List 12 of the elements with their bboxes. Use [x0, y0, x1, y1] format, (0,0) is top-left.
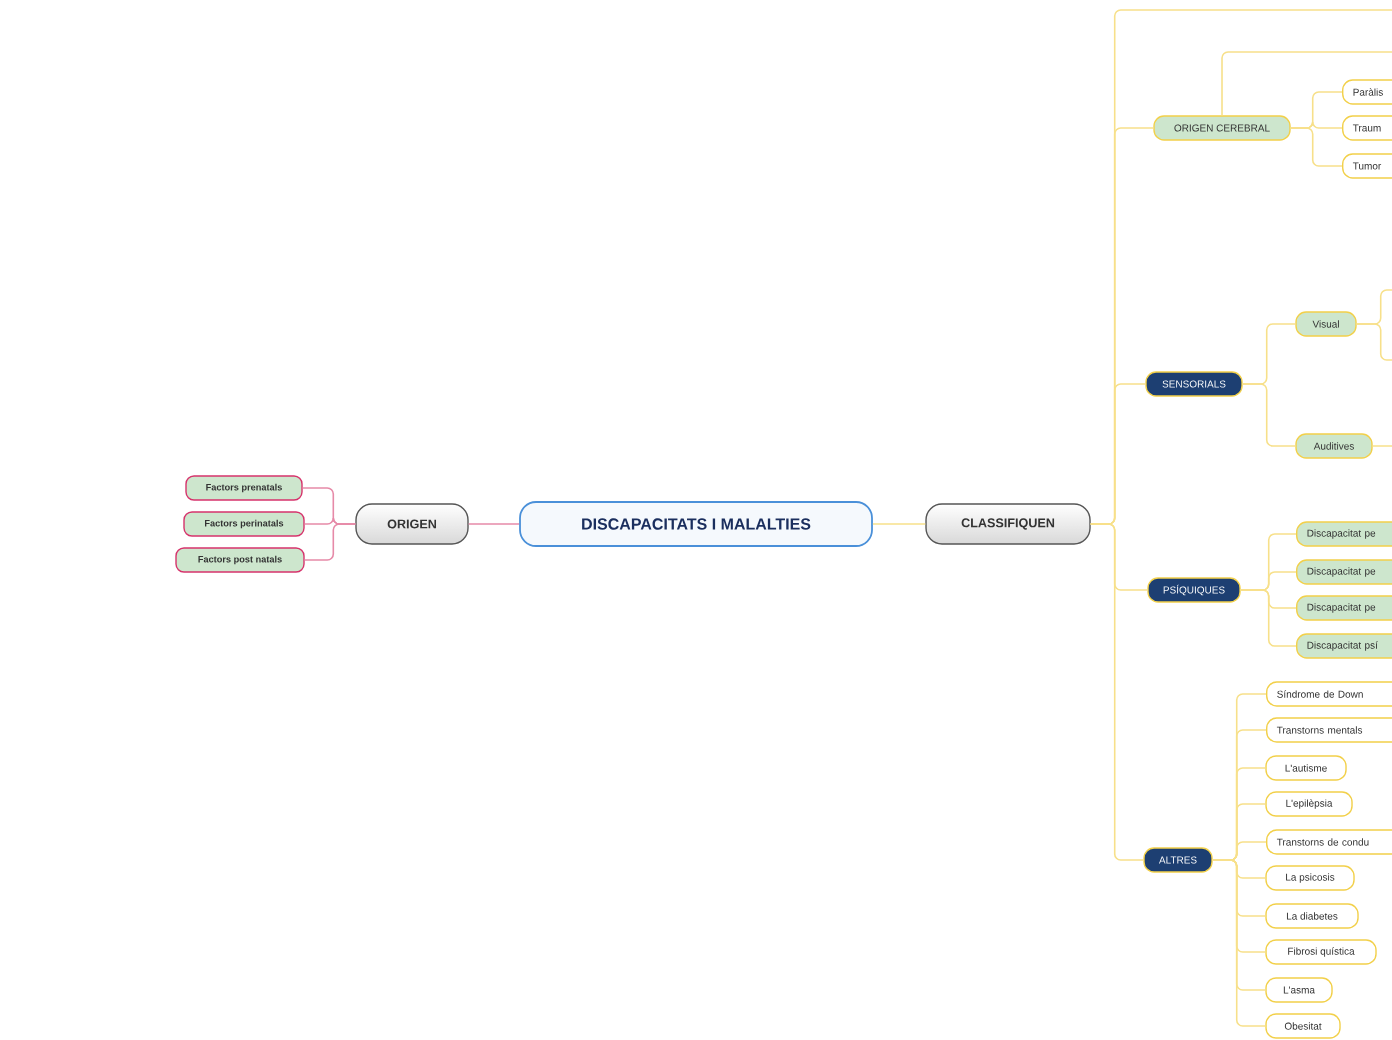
connector-line [1211, 859, 1267, 1027]
connector-line [467, 523, 520, 525]
connector-line [1239, 589, 1297, 647]
connector-line [872, 523, 927, 525]
connector-line [1289, 127, 1343, 167]
connector-line [1241, 383, 1297, 447]
connector-line [1089, 523, 1145, 861]
mindmap-center-box: DISCAPACITATS I MALALTIES [519, 501, 873, 547]
connector-line [1221, 51, 1392, 117]
connector-line [303, 523, 357, 561]
connector-line [1355, 323, 1392, 361]
connector-line [1371, 445, 1392, 447]
